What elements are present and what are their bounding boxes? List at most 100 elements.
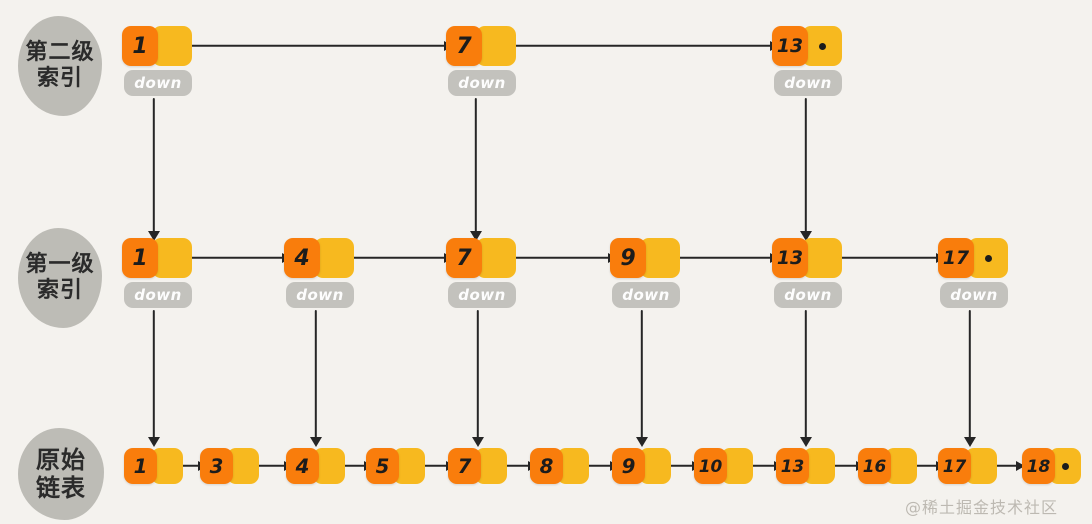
node-value: 17 [938,238,974,278]
row-label-level2: 第二级索引 [18,16,102,116]
null-dot-icon [984,254,992,262]
arrow-shaft [152,98,156,232]
node-original-1[interactable]: 1 [124,448,183,484]
arrow-shaft [340,464,365,468]
node-value: 18 [1022,448,1055,484]
arrow-shaft [474,98,478,232]
down-badge-level2-13[interactable]: down [774,70,842,96]
node-level1-4[interactable]: 4 [284,238,354,278]
arrow-head-icon [148,437,160,447]
next-arrow-level1-13 [830,251,945,265]
node-level1-13[interactable]: 13 [772,238,842,278]
node-original-9[interactable]: 9 [612,448,671,484]
arrow-shaft [804,98,808,232]
node-level1-1[interactable]: 1 [122,238,192,278]
arrow-shaft [504,256,609,260]
arrow-shaft [968,310,972,438]
node-level2-13[interactable]: 13 [772,26,842,66]
arrow-shaft [180,256,283,260]
arrow-shaft [258,464,285,468]
down-badge-level1-17[interactable]: down [940,282,1008,308]
node-original-17[interactable]: 17 [938,448,997,484]
node-original-16[interactable]: 16 [858,448,917,484]
arrow-shaft [420,464,447,468]
next-arrow-original-17 [992,459,1025,473]
down-badge-level1-13[interactable]: down [774,282,842,308]
node-original-5[interactable]: 5 [366,448,425,484]
node-value: 4 [286,448,319,484]
node-value: 1 [124,448,157,484]
arrow-head-icon [472,437,484,447]
down-arrow-level1-to-original-1 [146,310,162,447]
down-badge-level1-7[interactable]: down [448,282,516,308]
arrow-head-icon [636,437,648,447]
node-level2-1[interactable]: 1 [122,26,192,66]
arrow-shaft [666,464,693,468]
row-label-original: 原始链表 [18,428,104,520]
down-arrow-level2-to-level1-7 [468,98,484,241]
arrow-shaft [830,464,857,468]
next-arrow-level1-4 [342,251,453,265]
arrow-head-icon [1016,461,1025,471]
node-value: 8 [530,448,563,484]
arrow-shaft [152,310,156,438]
down-arrow-level1-to-original-13 [798,310,814,447]
arrow-shaft [584,464,611,468]
node-original-4[interactable]: 4 [286,448,345,484]
arrow-shaft [992,464,1017,468]
null-dot-icon [818,42,826,50]
row-label-line2: 索引 [36,66,83,91]
node-value: 16 [858,448,891,484]
node-original-3[interactable]: 3 [200,448,259,484]
down-badge-level2-1[interactable]: down [124,70,192,96]
down-badge-level1-9[interactable]: down [612,282,680,308]
node-original-18[interactable]: 18 [1022,448,1081,484]
row-label-level1: 第一级索引 [18,228,102,328]
down-arrow-level1-to-original-17 [962,310,978,447]
arrow-head-icon [800,231,812,241]
watermark: @稀土掘金技术社区 [905,498,1059,517]
node-next-pointer [802,238,842,278]
row-label-line2: 链表 [36,474,86,502]
node-value: 9 [610,238,646,278]
down-arrow-level1-to-original-4 [308,310,324,447]
node-next-pointer [152,26,192,66]
node-level1-17[interactable]: 17 [938,238,1008,278]
arrow-shaft [830,256,937,260]
down-badge-level2-7[interactable]: down [448,70,516,96]
next-arrow-level2-1 [180,39,453,53]
arrow-shaft [748,464,775,468]
node-null-pointer [802,26,842,66]
down-arrow-level2-to-level1-1 [146,98,162,241]
down-badge-level1-1[interactable]: down [124,282,192,308]
node-next-pointer [314,238,354,278]
node-original-7[interactable]: 7 [448,448,507,484]
arrow-shaft [502,464,529,468]
down-arrow-level1-to-original-9 [634,310,650,447]
node-value: 1 [122,238,158,278]
node-next-pointer [640,238,680,278]
node-level1-7[interactable]: 7 [446,238,516,278]
arrow-shaft [640,310,644,438]
node-original-10[interactable]: 10 [694,448,753,484]
node-value: 7 [448,448,481,484]
node-value: 9 [612,448,645,484]
arrow-shaft [912,464,937,468]
node-level1-9[interactable]: 9 [610,238,680,278]
node-next-pointer [476,26,516,66]
row-label-line1: 第一级 [25,252,95,278]
next-arrow-level2-7 [504,39,779,53]
down-badge-level1-4[interactable]: down [286,282,354,308]
node-value: 7 [446,238,482,278]
node-value: 1 [122,26,158,66]
row-label-line2: 索引 [36,278,83,303]
node-original-8[interactable]: 8 [530,448,589,484]
node-next-pointer [476,238,516,278]
node-value: 13 [772,26,808,66]
node-value: 13 [776,448,809,484]
node-level2-7[interactable]: 7 [446,26,516,66]
node-original-13[interactable]: 13 [776,448,835,484]
arrow-shaft [476,310,480,438]
arrow-head-icon [470,231,482,241]
